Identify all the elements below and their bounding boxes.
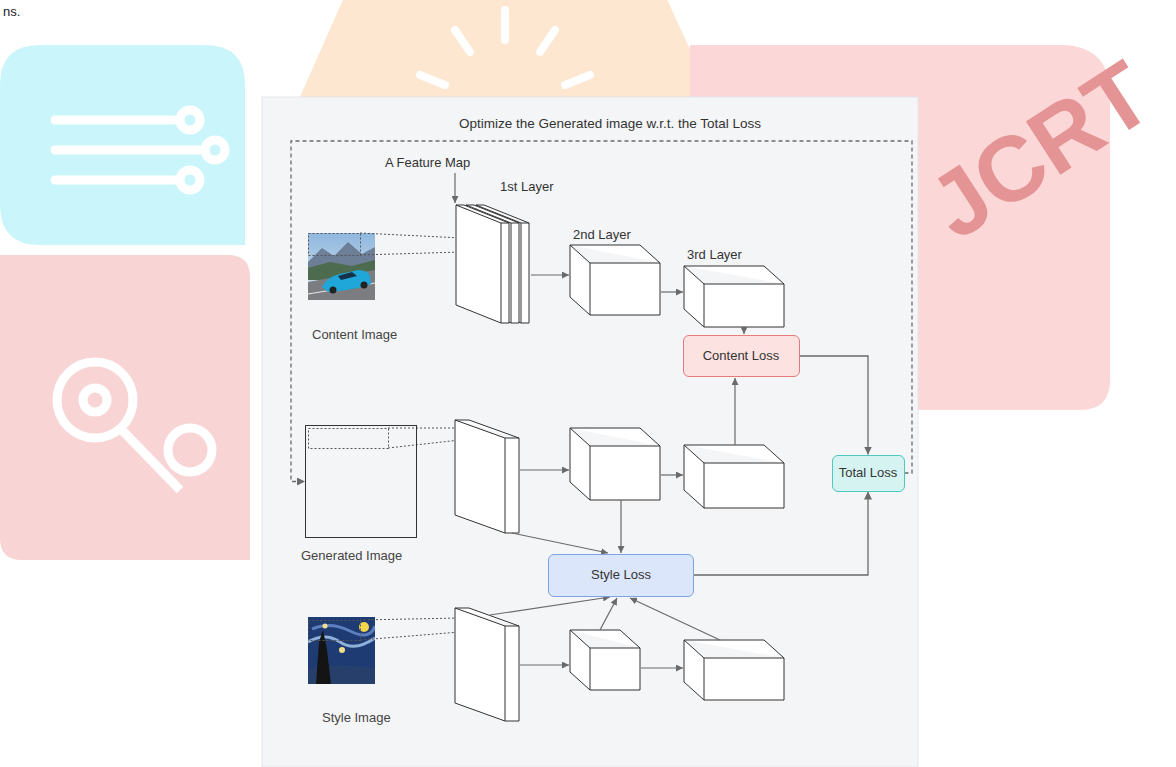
feature-arrow <box>743 327 744 334</box>
layer-cube <box>570 245 660 315</box>
layer-arrow <box>520 469 569 470</box>
layer-arrow <box>531 274 569 275</box>
logo-circuit-lines <box>55 110 225 190</box>
loss-box: Style Loss <box>548 554 694 597</box>
diagram-panel <box>262 97 918 767</box>
loss-label: Content Loss <box>703 348 780 364</box>
logo-orange-shape <box>300 0 712 97</box>
layer-label: 3rd Layer <box>687 247 742 263</box>
loss-box: Content Loss <box>683 335 800 377</box>
layer-cube <box>684 266 784 327</box>
layer-arrows <box>455 173 744 668</box>
diagram-title: Optimize the Generated image w.r.t. the … <box>459 116 761 132</box>
style-image-picture <box>308 617 375 684</box>
logo-red-shape <box>0 255 250 560</box>
image-caption: Style Image <box>322 710 391 726</box>
loss-connector <box>291 141 912 482</box>
feature-arrow <box>512 533 608 553</box>
loss-connector <box>800 356 869 455</box>
layer-arrow <box>520 664 569 665</box>
layer-arrow <box>661 474 683 475</box>
layer-cube <box>684 640 784 700</box>
loss-label: Style Loss <box>591 567 651 583</box>
layer-cube <box>570 428 660 500</box>
feature-arrow <box>734 378 735 445</box>
feature-map-plate <box>456 205 509 323</box>
layer-cube <box>570 630 640 690</box>
loss-connector <box>694 492 868 576</box>
receptive-field-marks <box>309 233 463 641</box>
style-image: Style Image <box>308 617 375 684</box>
feature-map-cubes <box>455 205 784 721</box>
generated-image: Generated Image <box>305 425 417 538</box>
feature-arrow <box>630 598 720 640</box>
layer-arrow <box>641 667 683 668</box>
layer-label: 1st Layer <box>500 179 553 195</box>
image-caption: Content Image <box>312 327 397 343</box>
content-image-picture <box>308 233 375 300</box>
feature-map-label: A Feature Map <box>385 155 470 171</box>
logo-cyan-shape <box>0 45 245 245</box>
layer-label: 2nd Layer <box>573 227 631 243</box>
loss-box: Total Loss <box>832 455 905 492</box>
page-text-fragment: ns. <box>3 4 20 20</box>
logo-sun-rays <box>420 10 590 85</box>
feature-map-plate <box>455 420 519 533</box>
pointer-arrow <box>454 173 455 203</box>
layer-arrow <box>661 291 683 292</box>
feature-map-plate <box>455 608 519 721</box>
content-image: Content Image <box>308 233 375 300</box>
feature-arrow <box>620 500 621 553</box>
feature-arrow <box>490 597 610 615</box>
logo-gear <box>57 362 212 490</box>
loss-label: Total Loss <box>839 465 898 481</box>
feature-arrow <box>600 598 617 630</box>
layer-cube <box>684 445 784 508</box>
image-caption: Generated Image <box>301 548 402 564</box>
